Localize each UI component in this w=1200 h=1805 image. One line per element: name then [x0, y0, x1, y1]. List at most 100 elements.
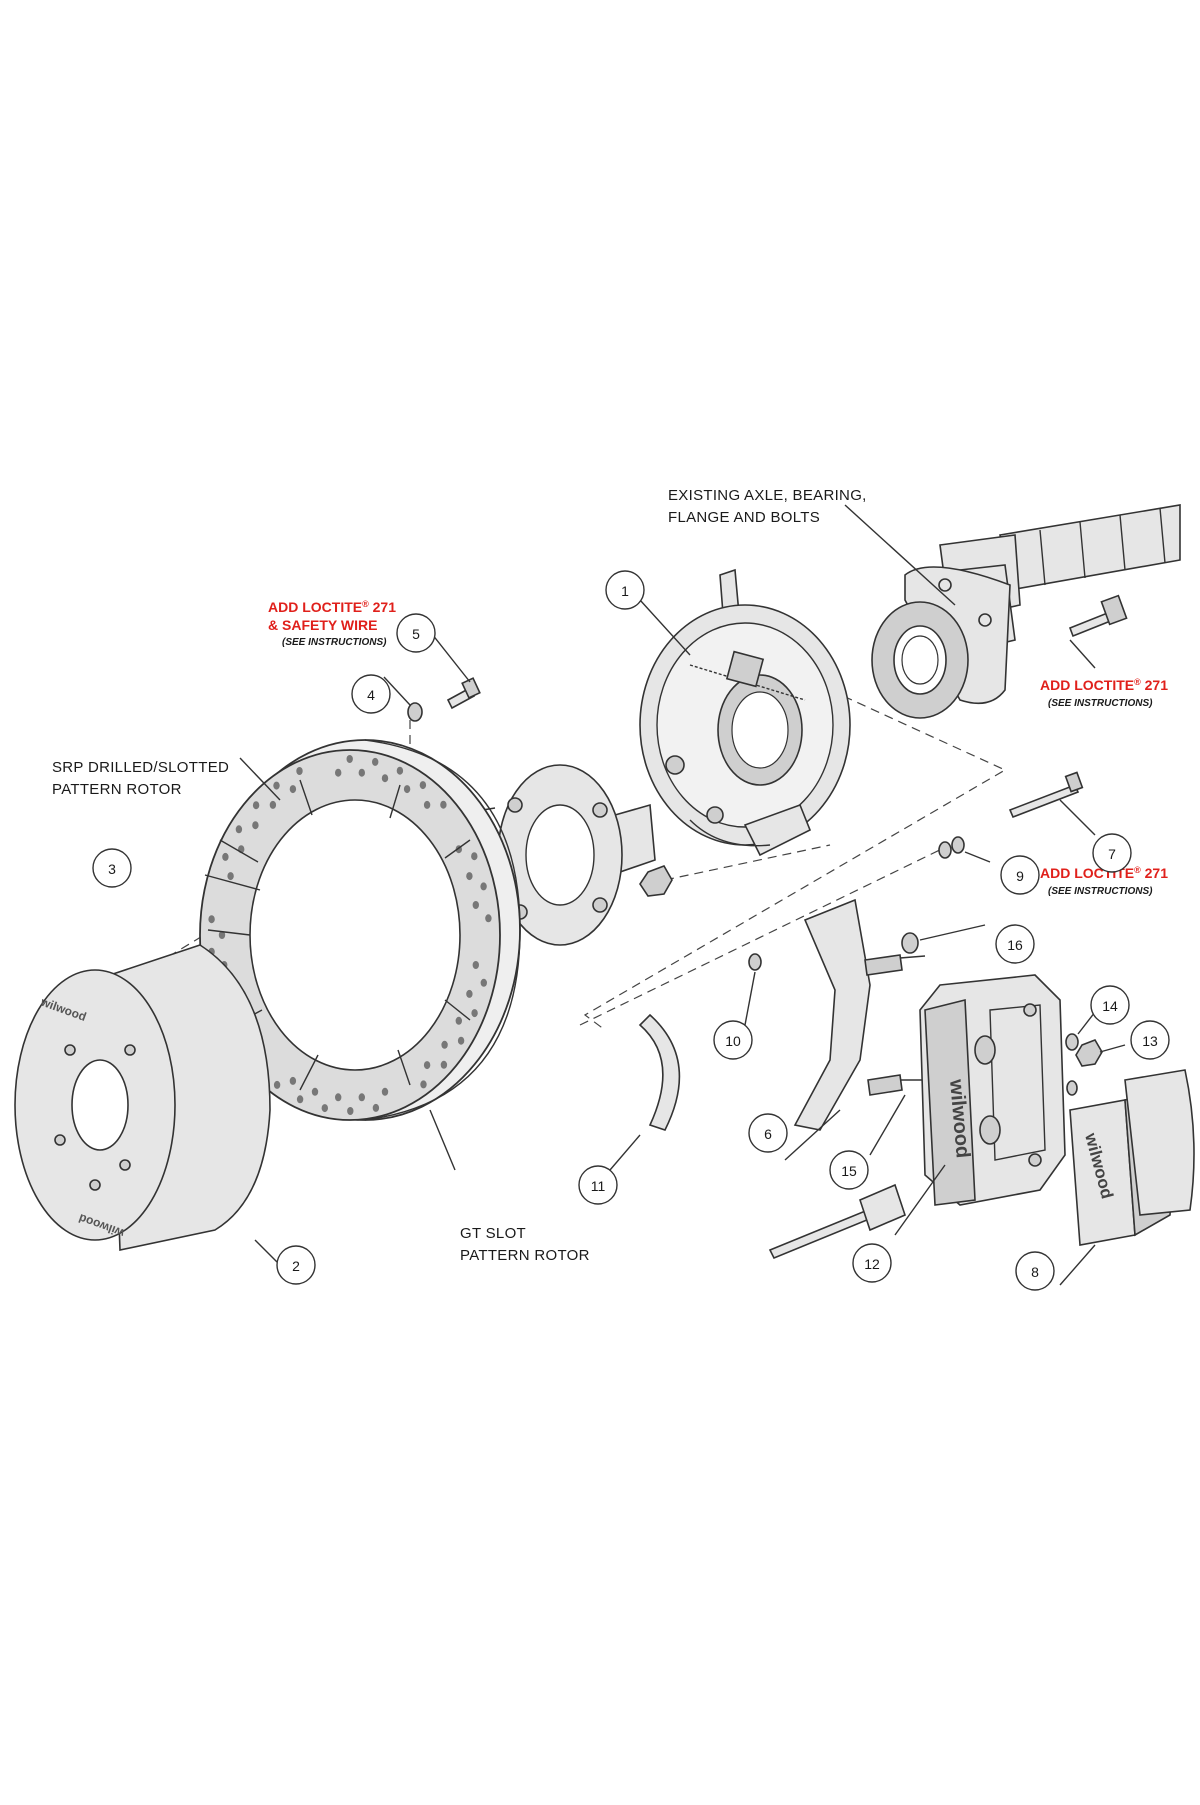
drill-hole [419, 781, 427, 790]
parking-brake-assembly [639, 568, 851, 857]
axle-assembly [871, 504, 1181, 719]
see-instructions-axle: (SEE INSTRUCTIONS) [1048, 698, 1153, 709]
drill-hole [471, 852, 478, 861]
callout-circle [713, 1020, 753, 1060]
callout-11: 11 [578, 1165, 618, 1205]
drill-hole [289, 785, 297, 794]
callout-circle [748, 1113, 788, 1153]
washer-4 [407, 702, 423, 722]
callout-number: 3 [108, 861, 116, 877]
see-instructions-bolt7: (SEE INSTRUCTIONS) [1048, 886, 1153, 897]
drill-hole [296, 1095, 304, 1104]
drill-hole [381, 1087, 389, 1096]
hub-adapter [454, 764, 673, 946]
callout-14: 14 [1090, 985, 1130, 1025]
gt-leader [429, 1109, 456, 1171]
drill-hole [423, 1061, 431, 1070]
shim-11 [638, 1013, 681, 1131]
flange-bolt [1068, 594, 1128, 638]
drill-hole [346, 755, 353, 763]
drill-hole [457, 1036, 465, 1045]
callout-circle [92, 848, 132, 888]
drill-hole [227, 872, 234, 881]
gt-label-line1: GT SLOT [460, 1225, 526, 1242]
callout-circle [852, 1243, 892, 1283]
gt-label-line2: PATTERN ROTOR [460, 1247, 590, 1264]
callout-circle [1130, 1020, 1170, 1060]
drill-hole [321, 1104, 328, 1113]
callout-number: 6 [764, 1126, 772, 1142]
caliper-bracket [793, 898, 926, 1131]
drill-hole [235, 825, 243, 834]
drill-hole [358, 1093, 365, 1102]
callout-number: 10 [725, 1033, 741, 1049]
caliper: wilwood [919, 974, 1066, 1206]
callout-4: 4 [351, 674, 391, 714]
drill-hole [372, 757, 379, 766]
drill-hole [480, 882, 487, 891]
drill-hole [372, 1103, 380, 1112]
callout-number: 9 [1016, 868, 1024, 884]
drill-hole [311, 1087, 319, 1096]
axle-leader [844, 504, 956, 606]
callout-circle [1092, 833, 1132, 873]
drill-hole [423, 800, 431, 809]
callout-7: 7 [1092, 833, 1132, 873]
callout-10: 10 [713, 1020, 753, 1060]
drill-hole [455, 1016, 462, 1025]
bolt-7 [1008, 771, 1084, 819]
callout-number: 4 [367, 687, 375, 703]
callout-number: 8 [1031, 1264, 1039, 1280]
washer-10 [748, 953, 762, 971]
axle-label-line1: EXISTING AXLE, BEARING, [668, 487, 867, 504]
drill-hole [347, 1107, 354, 1115]
callout-number: 12 [864, 1256, 880, 1272]
numbered-leaders [204, 599, 691, 1266]
callout-number: 1 [621, 583, 629, 599]
callout-number: 11 [591, 1178, 606, 1194]
caliper-pin [768, 1183, 906, 1260]
callout-16: 16 [995, 924, 1035, 964]
drill-hole [466, 989, 473, 998]
drill-hole [485, 914, 492, 923]
drill-hole [269, 800, 277, 809]
see-instructions-wire: (SEE INSTRUCTIONS) [282, 637, 387, 648]
brake-pads: wilwood [1069, 1069, 1195, 1246]
callout-circle [351, 674, 391, 714]
drill-hole [466, 872, 473, 881]
callout-number: 7 [1108, 846, 1116, 862]
callout-circle [1015, 1251, 1055, 1291]
callout-number: 16 [1007, 937, 1023, 953]
drill-hole [222, 852, 229, 861]
callout-number: 13 [1142, 1033, 1158, 1049]
brake-drum: wilwood wilwood [14, 944, 271, 1251]
drill-hole [472, 961, 479, 969]
drill-hole [381, 774, 389, 783]
drill-hole [480, 978, 487, 987]
callout-3: 3 [92, 848, 132, 888]
callout-8: 8 [1015, 1251, 1055, 1291]
drill-hole [441, 1040, 448, 1049]
callout-6: 6 [748, 1113, 788, 1153]
callout-circle [276, 1245, 316, 1285]
callout-number: 5 [412, 626, 420, 642]
drill-hole [440, 800, 447, 809]
loctite-axle-label: ADD LOCTITE® 271 [1040, 677, 1168, 693]
drill-hole [403, 785, 411, 794]
drill-hole [440, 1060, 448, 1069]
callout-number: 15 [841, 1163, 857, 1179]
callout-circle [578, 1165, 618, 1205]
drill-hole [252, 821, 259, 830]
callout-circle [1000, 855, 1040, 895]
callout-1: 1 [605, 570, 645, 610]
safety-wire-label: & SAFETY WIRE [268, 617, 377, 633]
callout-13: 13 [1130, 1020, 1170, 1060]
srp-leader [239, 757, 281, 801]
drill-hole [289, 1076, 297, 1085]
srp-label-line2: PATTERN ROTOR [52, 781, 182, 798]
drill-hole [358, 768, 365, 777]
drill-hole [273, 781, 280, 790]
callout-5: 5 [396, 613, 436, 653]
callout-circle [396, 613, 436, 653]
